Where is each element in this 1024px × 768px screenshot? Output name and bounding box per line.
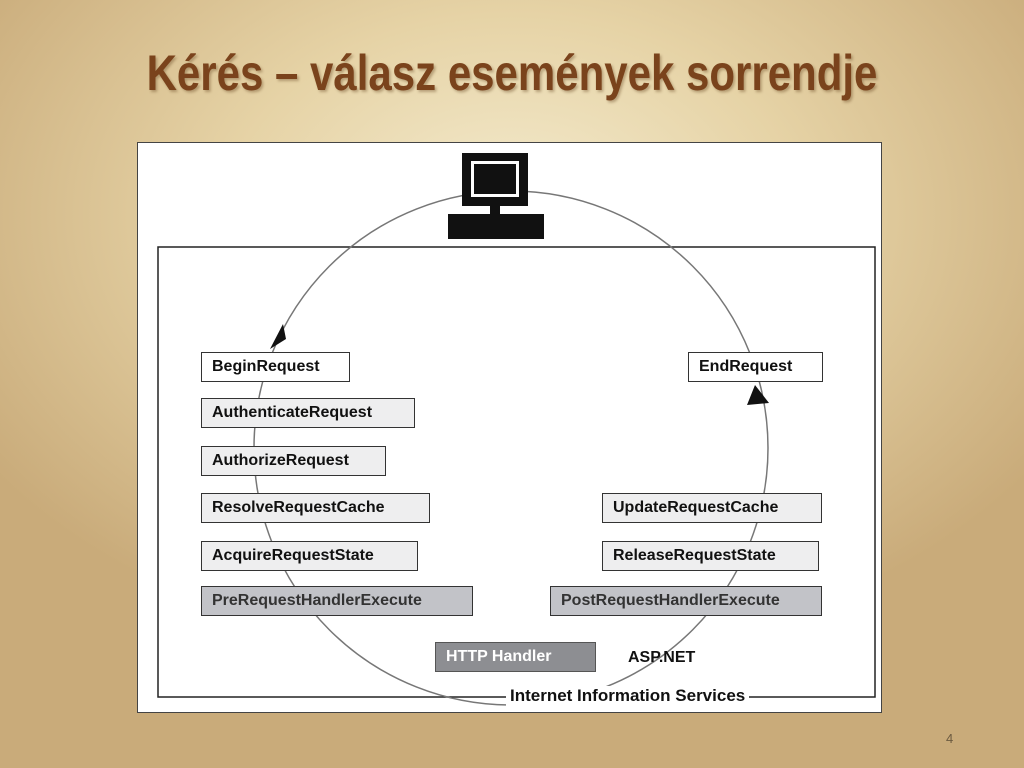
request-arrow-head [270, 324, 286, 349]
event-resolve-request-cache: ResolveRequestCache [201, 493, 430, 523]
iis-label: Internet Information Services [506, 686, 750, 706]
request-pipeline-diagram: BeginRequest AuthenticateRequest Authori… [137, 142, 882, 713]
event-begin-request: BeginRequest [201, 352, 350, 382]
slide-title: Kérés – válasz események sorrendje [146, 45, 878, 101]
page-number: 4 [946, 731, 954, 746]
event-end-request: EndRequest [688, 352, 823, 382]
http-handler-box: HTTP Handler [435, 642, 596, 672]
event-pre-request-handler-execute: PreRequestHandlerExecute [201, 586, 473, 616]
event-acquire-request-state: AcquireRequestState [201, 541, 418, 571]
event-post-request-handler-execute: PostRequestHandlerExecute [550, 586, 822, 616]
computer-icon [448, 153, 544, 239]
event-authenticate-request: AuthenticateRequest [201, 398, 415, 428]
diagram-canvas [157, 153, 876, 706]
aspnet-label: ASP.NET [628, 649, 696, 666]
event-release-request-state: ReleaseRequestState [602, 541, 819, 571]
event-update-request-cache: UpdateRequestCache [602, 493, 822, 523]
response-arrow-head [747, 385, 769, 405]
event-authorize-request: AuthorizeRequest [201, 446, 386, 476]
